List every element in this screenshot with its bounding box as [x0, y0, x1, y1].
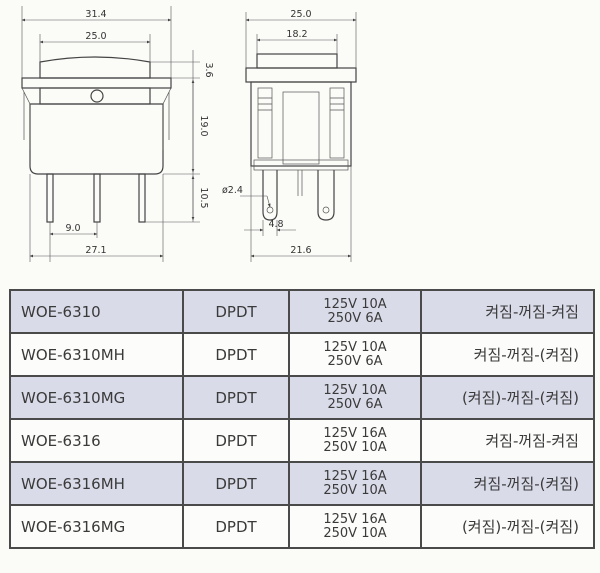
mode-cell: 켜짐-꺼짐-켜짐 [420, 418, 595, 463]
rating-line-2: 250V 6A [327, 310, 383, 326]
dim-18-2-label: 18.2 [286, 29, 307, 40]
mode-cell: (켜짐)-꺼짐-(켜짐) [420, 504, 595, 549]
dim-27-1-label: 27.1 [85, 245, 106, 256]
rating-line-2: 250V 6A [327, 396, 383, 412]
rating-line-1: 125V 10A [323, 339, 387, 355]
rating-line-1: 125V 16A [323, 425, 387, 441]
rating-line-1: 125V 10A [323, 382, 387, 398]
mode-cell: 켜짐-꺼짐-켜짐 [420, 289, 595, 334]
terminal-middle [93, 173, 101, 223]
side-terminal-right [317, 170, 335, 221]
rating-line-2: 250V 6A [327, 353, 383, 369]
front-view [21, 56, 172, 223]
type-cell: DPDT [182, 461, 290, 506]
terminal-right [138, 173, 146, 223]
mode-cell: 켜짐-꺼짐-(켜짐) [420, 332, 595, 377]
side-terminal-left [262, 170, 278, 221]
rating-line-2: 250V 10A [323, 439, 387, 455]
rocker-cap [39, 56, 151, 79]
type-cell: DPDT [182, 418, 290, 463]
dim-25-0-label: 25.0 [85, 31, 106, 42]
dim-9-0-label: 9.0 [65, 223, 80, 234]
dim-hole-diameter-label: ø2.4 [222, 185, 243, 196]
model-cell: WOE-6316 [9, 418, 184, 463]
model-cell: WOE-6310 [9, 289, 184, 334]
switch-body [29, 103, 164, 175]
dim-3-6-label: 3.6 [203, 62, 214, 77]
dim-10-5-label: 10.5 [198, 187, 209, 208]
rating-line-2: 250V 10A [323, 525, 387, 541]
dim-21-6-label: 21.6 [290, 245, 311, 256]
model-cell: WOE-6316MG [9, 504, 184, 549]
type-cell: DPDT [182, 375, 290, 420]
dim-side-25-0-label: 25.0 [290, 9, 311, 20]
dim-4-8-label: 4.8 [268, 219, 283, 230]
dim-31-4-label: 31.4 [85, 9, 106, 20]
front-dimensions: 31.4 25.0 3.6 19.0 10.5 9.0 27.1 [21, 6, 214, 262]
rating-line-1: 125V 10A [323, 296, 387, 312]
rating-line-2: 250V 10A [323, 482, 387, 498]
side-dimensions: 25.0 18.2 ø2.4 4.8 21.6 [222, 9, 357, 262]
model-cell: WOE-6310MG [9, 375, 184, 420]
mode-cell: (켜짐)-꺼짐-(켜짐) [420, 375, 595, 420]
type-cell: DPDT [182, 504, 290, 549]
terminal-left [46, 173, 54, 223]
indicator-lamp [90, 89, 104, 103]
mode-cell: 켜짐-꺼짐-(켜짐) [420, 461, 595, 506]
side-view [245, 53, 357, 221]
type-cell: DPDT [182, 332, 290, 377]
model-cell: WOE-6310MH [9, 332, 184, 377]
model-cell: WOE-6316MH [9, 461, 184, 506]
bezel [21, 77, 172, 89]
rating-line-1: 125V 16A [323, 468, 387, 484]
rating-line-1: 125V 16A [323, 511, 387, 527]
type-cell: DPDT [182, 289, 290, 334]
side-body [250, 81, 352, 167]
side-bezel [245, 67, 357, 83]
dim-19-0-label: 19.0 [198, 115, 209, 136]
technical-drawing: 31.4 25.0 3.6 19.0 10.5 9.0 27.1 [21, 6, 357, 262]
